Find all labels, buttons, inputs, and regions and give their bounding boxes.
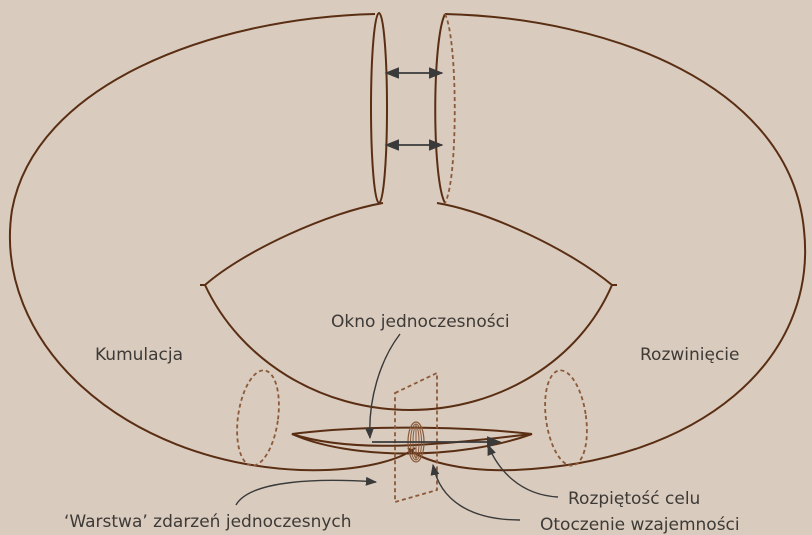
right-cut-front [445, 14, 455, 203]
inner-lens-arc [205, 285, 612, 410]
right-tube-section [540, 368, 593, 469]
mutuality-callout [433, 465, 520, 520]
right-inner-arc [437, 203, 612, 285]
left-outer-arc [10, 14, 415, 470]
label-target-span: Rozpiętość celu [568, 489, 700, 509]
left-cut-ellipse [371, 13, 387, 203]
label-accumulation: Kumulacja [95, 345, 183, 365]
layer-callout [236, 480, 376, 505]
label-mutuality-surround: Otoczenie wzajemności [540, 515, 740, 535]
left-tube-section [232, 368, 285, 469]
label-development: Rozwinięcie [640, 345, 740, 365]
label-simultaneity-window: Okno jednoczesności [331, 312, 510, 332]
window-callout [370, 334, 400, 438]
label-simultaneous-layer: ‘Warstwa’ zdarzeń jednoczesnych [64, 512, 352, 532]
right-outer-arc [408, 14, 805, 470]
left-inner-arc [205, 203, 383, 285]
right-cut-back [435, 14, 445, 203]
